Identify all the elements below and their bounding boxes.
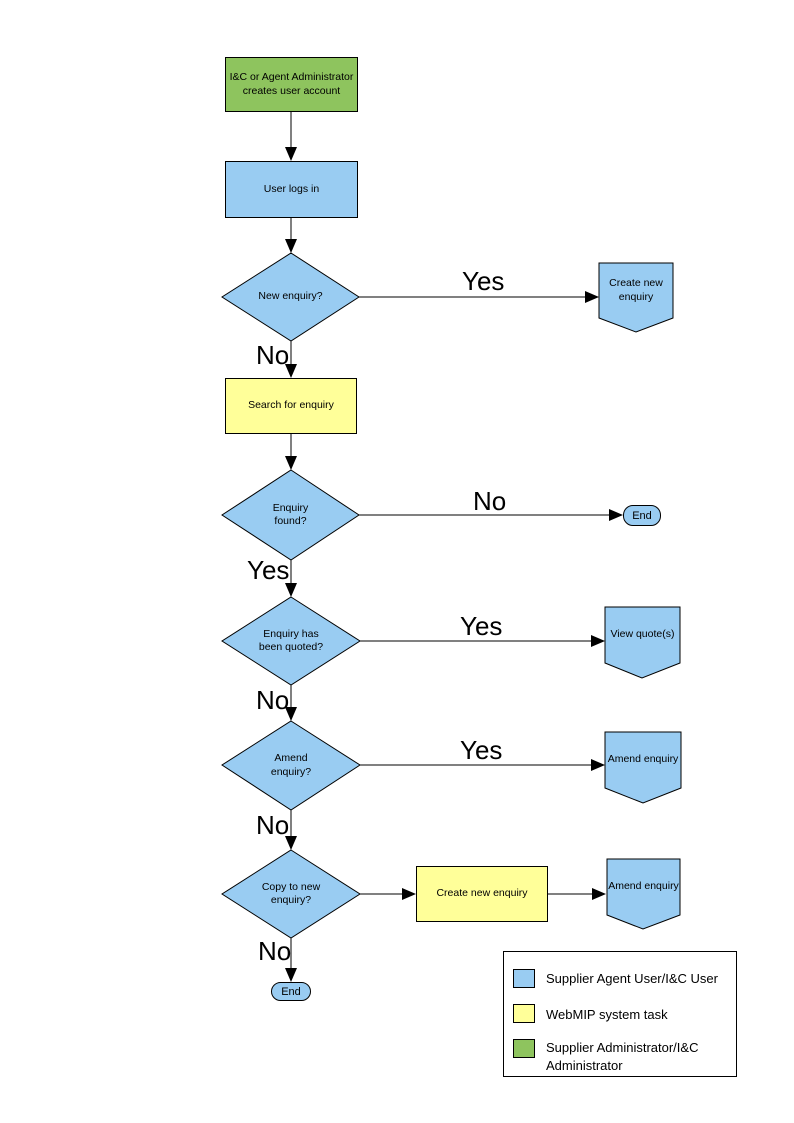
process-search-for-enquiry	[225, 378, 357, 434]
edge-label-new-enquiry-yes: Yes	[462, 266, 505, 296]
decision-copy-to-new-shape	[221, 849, 361, 939]
legend: Supplier Agent User/I&C User WebMIP syst…	[503, 951, 737, 1077]
offpage-amend-enquiry-2-shape	[606, 858, 681, 930]
edge-label-amend-no: No	[256, 810, 290, 840]
decision-enquiry-quoted-shape	[221, 596, 361, 686]
legend-swatch-system-task	[513, 1004, 535, 1023]
decision-enquiry-found-shape	[221, 469, 360, 561]
legend-label-admin-task: Supplier Administrator/I&C Administrator	[546, 1040, 699, 1073]
legend-label-user-task: Supplier Agent User/I&C User	[546, 971, 718, 986]
terminator-end-1-label: End	[632, 509, 652, 522]
legend-swatch-admin-task	[513, 1039, 535, 1058]
edge-label-new-enquiry-no: No	[256, 340, 290, 370]
legend-swatch-user-task	[513, 969, 535, 988]
decision-new-enquiry-shape	[221, 252, 360, 342]
process-admin-creates-account	[225, 57, 358, 112]
terminator-end-2: End	[271, 982, 311, 1001]
terminator-end-2-label: End	[281, 985, 301, 998]
decision-amend-enquiry-shape	[221, 720, 361, 811]
process-user-logs-in	[225, 161, 358, 218]
offpage-create-new-enquiry-shape	[598, 262, 674, 333]
terminator-end-1: End	[623, 505, 661, 526]
edge-label-found-no: No	[473, 486, 507, 516]
edge-label-amend-yes: Yes	[460, 735, 503, 765]
offpage-view-quotes-shape	[604, 606, 681, 679]
edge-label-copy-no: No	[258, 936, 292, 966]
offpage-amend-enquiry-1-shape	[604, 731, 682, 804]
edge-label-quoted-yes: Yes	[460, 611, 503, 641]
edge-label-quoted-no: No	[256, 685, 290, 715]
edge-label-found-yes: Yes	[247, 555, 290, 585]
legend-label-system-task: WebMIP system task	[546, 1007, 668, 1022]
process-create-new-enquiry	[416, 866, 548, 922]
